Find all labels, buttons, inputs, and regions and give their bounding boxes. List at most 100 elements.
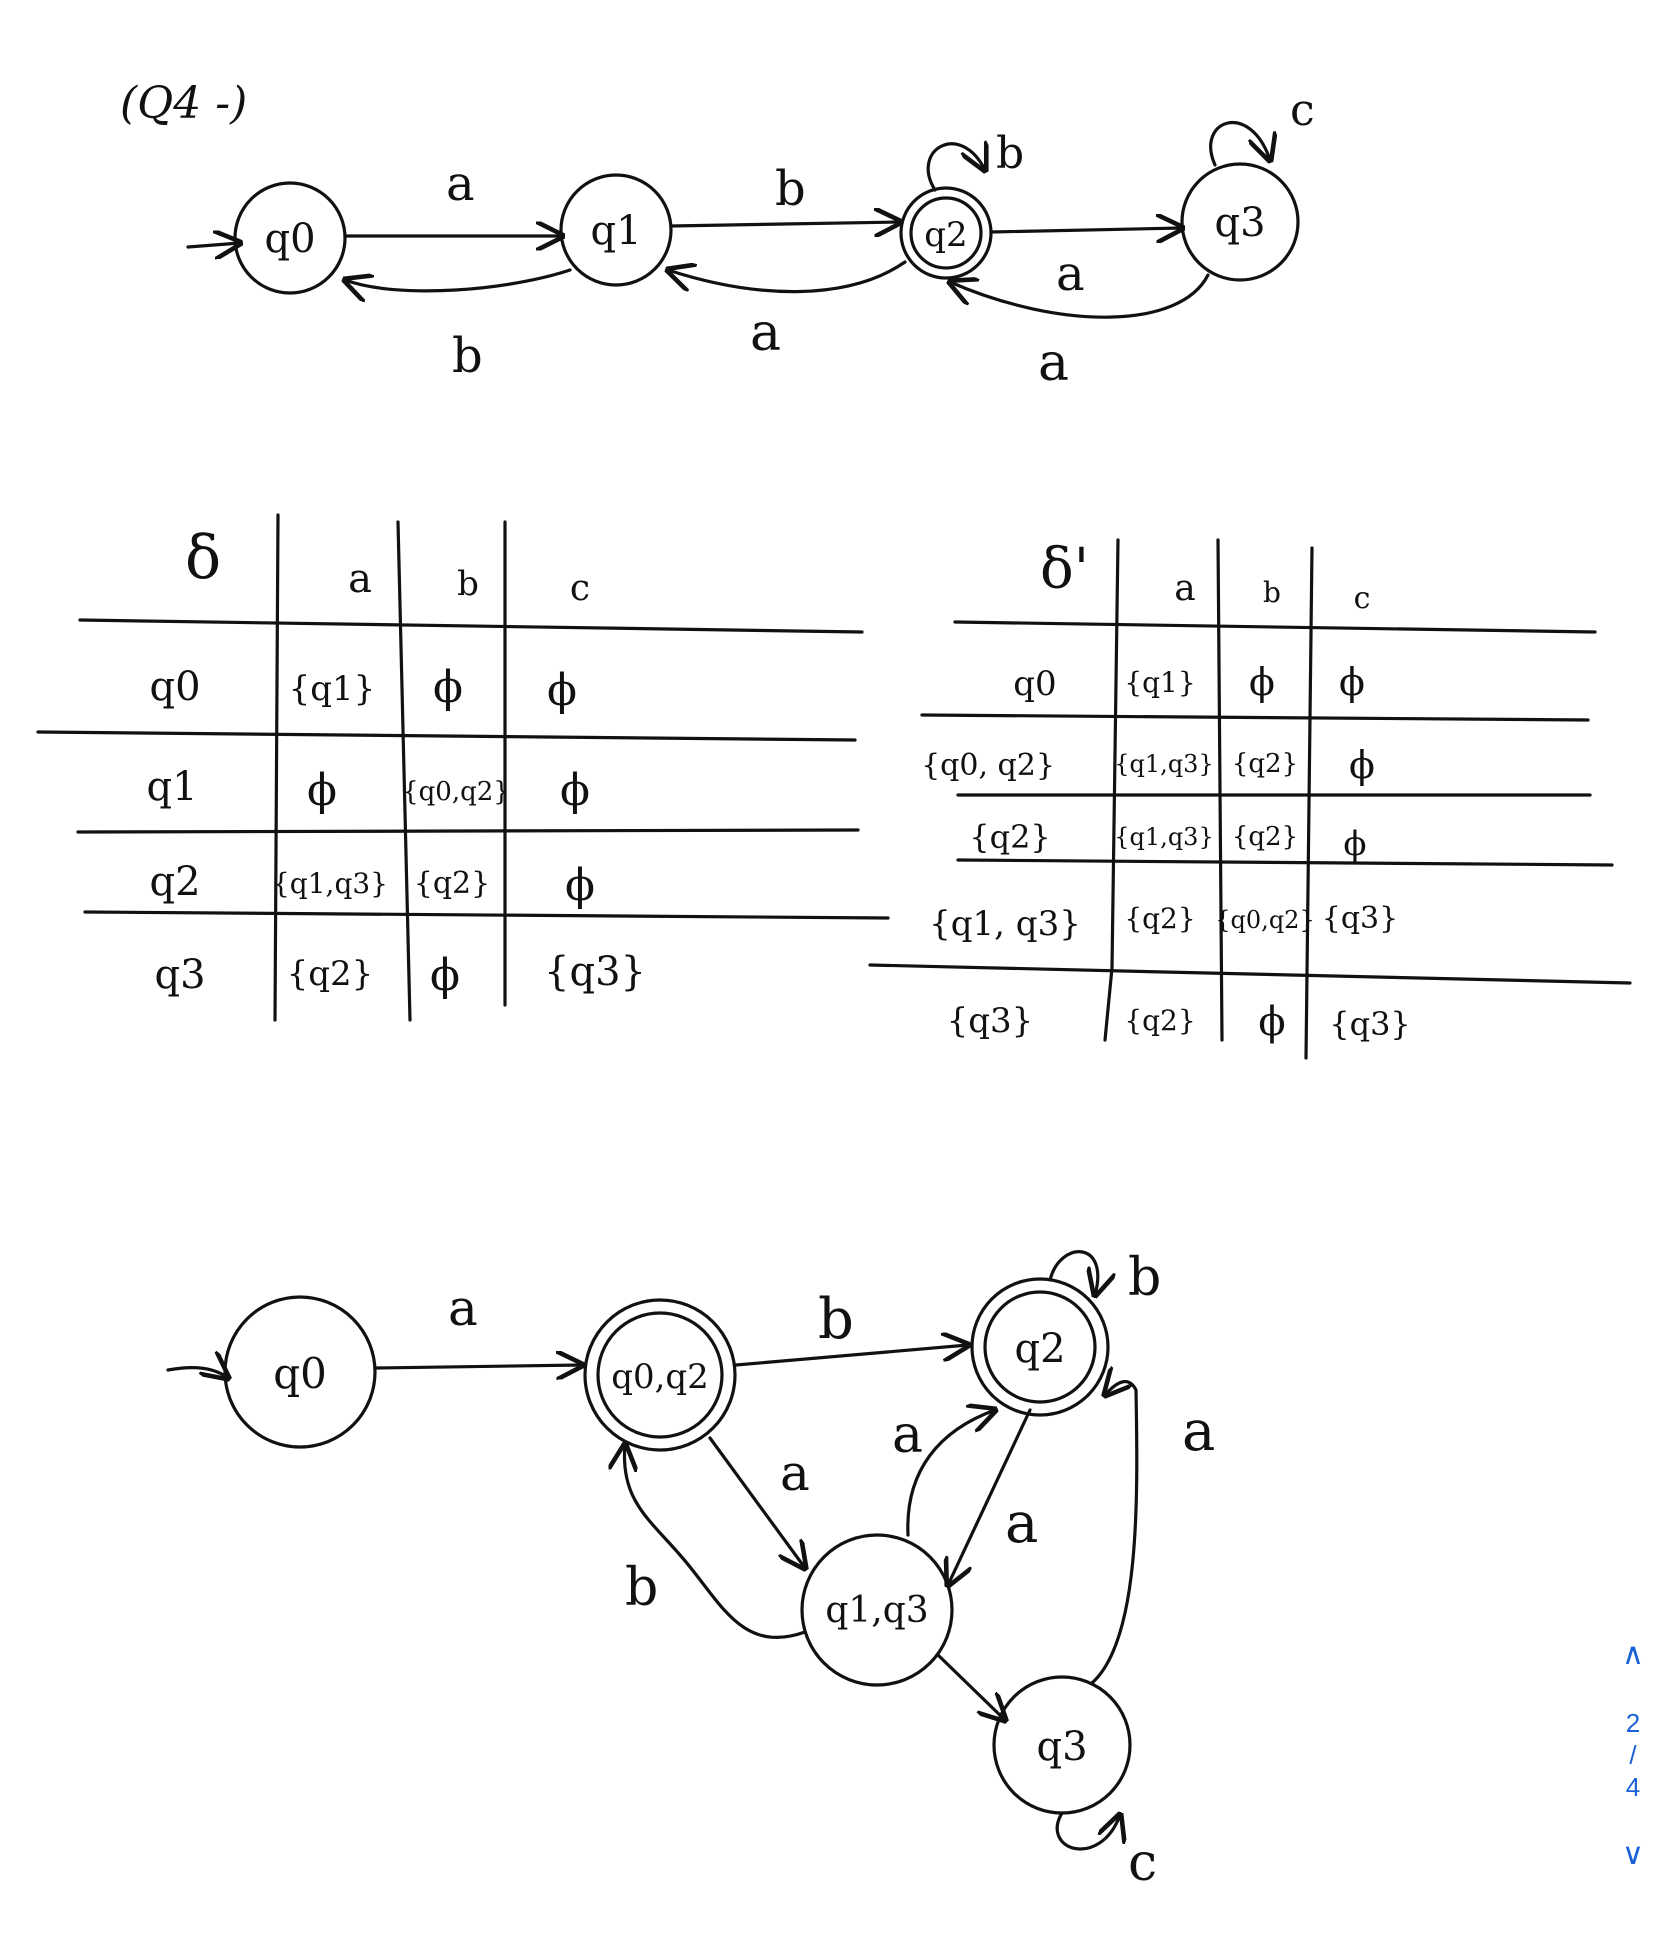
delta-prime-cell: {q2} [1232, 749, 1298, 779]
delta-cell: {q3} [544, 949, 646, 995]
nfa-state-q2-accept-ring [909, 196, 983, 270]
dfa-edge-q3-q2 [1090, 1382, 1139, 1685]
delta-prime-vline-1 [1110, 538, 1120, 970]
dfa-label-q3-loop: c [1128, 1833, 1157, 1893]
delta-prime-cell: ϕ [1349, 743, 1375, 787]
nfa-edge-q2-q3 [989, 228, 1182, 232]
delta-col-b: b [457, 564, 479, 604]
delta-hline-3 [76, 828, 860, 834]
nfa-state-q1-label: q1 [590, 208, 641, 254]
delta-prime-hline-2 [920, 713, 1590, 722]
delta-prime-row-state: q0 [1013, 664, 1056, 704]
delta-col-c: c [570, 568, 590, 609]
delta-cell: ϕ [560, 765, 590, 816]
delta-prime-row-state: {q0, q2} [921, 748, 1055, 783]
dfa-label-q3-q2: a [1182, 1399, 1215, 1464]
chevron-down-icon[interactable]: ∨ [1622, 1838, 1644, 1871]
delta-prime-hline-4 [956, 858, 1614, 867]
delta-prime-hline-1 [953, 620, 1597, 634]
dfa-edge-q1q3-q3 [936, 1653, 1005, 1720]
delta-prime-vline-3 [1304, 546, 1314, 1060]
dfa-start-arrow [166, 1368, 228, 1378]
nfa-state-q2-label: q2 [924, 215, 967, 255]
delta-prime-row-state: {q3} [947, 1001, 1034, 1041]
nfa-edge-q1-q2 [669, 222, 900, 226]
delta-prime-cell: ϕ [1339, 660, 1365, 704]
delta-prime-cell: {q2} [1232, 822, 1298, 852]
delta-prime-vline-1-tail [1103, 966, 1114, 1042]
delta-prime-cell: ϕ [1343, 824, 1366, 864]
delta-row-state: q1 [146, 764, 197, 810]
delta-cell: ϕ [430, 950, 460, 1001]
dfa-diagram: q0 q0,q2 q2 q1,q3 q3 a b b a a a b a c [166, 1248, 1215, 1893]
delta-prime-cell: ϕ [1249, 660, 1275, 704]
dfa-edge-q2-q1q3 [948, 1408, 1032, 1585]
dfa-state-q0q2-accept-ring [596, 1311, 724, 1439]
delta-hline-4 [83, 910, 890, 920]
delta-prime-cell: {q1} [1124, 666, 1195, 699]
dfa-state-q0-label: q0 [273, 1349, 327, 1398]
delta-prime-cell: {q3} [1322, 901, 1398, 936]
dfa-edge-q1q3-q2 [906, 1410, 995, 1537]
dfa-state-q2-accept-ring [983, 1290, 1097, 1404]
delta-cell: ϕ [547, 665, 577, 716]
nfa-state-q3-label: q3 [1214, 200, 1265, 246]
delta-cell: ϕ [307, 765, 337, 816]
delta-prime-hline-5 [868, 963, 1632, 985]
delta-prime-cell: {q1,q3} [1114, 750, 1213, 778]
delta-prime-cell: {q0,q2} [1215, 906, 1314, 934]
delta-prime-symbol: δ' [1040, 537, 1089, 602]
page-separator: / [1629, 1740, 1637, 1770]
dfa-loop-q3 [1055, 1813, 1120, 1851]
nfa-edge-q3-q2 [950, 273, 1210, 319]
nfa-edge-q2-q1 [668, 260, 907, 294]
nfa-diagram: q0 q1 q2 q3 a b b c a b a a [186, 85, 1315, 393]
dfa-edge-q1q3-q0q2 [624, 1445, 807, 1639]
dfa-label-q1q3-q2: a [892, 1405, 923, 1465]
dfa-label-q0q2-q1q3: a [780, 1444, 810, 1502]
delta-prime-vline-2 [1216, 538, 1224, 1042]
dfa-edge-q0q2-q2 [734, 1345, 968, 1367]
delta-prime-row-state: {q2} [969, 818, 1051, 856]
delta-cell: {q1,q3} [272, 867, 388, 900]
nfa-state-q0 [233, 181, 347, 295]
delta-prime-table: δ' a b c q0 {q1} ϕ ϕ {q0, q2} {q1,q3} {q… [868, 537, 1632, 1060]
delta-prime-col-c: c [1354, 581, 1371, 616]
current-page: 2 [1625, 1708, 1641, 1738]
dfa-loop-q2 [1048, 1250, 1098, 1295]
delta-table: δ a b c q0 {q1} ϕ ϕ q1 ϕ {q0,q2} ϕ q2 {q… [36, 513, 890, 1022]
nfa-label-q2-q1: a [750, 303, 781, 363]
nfa-label-q1-q2: b [775, 161, 806, 217]
nfa-loop-q2 [926, 144, 985, 192]
nfa-label-q2-loop: b [996, 128, 1024, 179]
page-label: (Q4 -) [120, 78, 247, 129]
delta-prime-col-a: a [1174, 568, 1195, 609]
page-navigator: ∧ 2 / 4 ∨ [1616, 1640, 1650, 1870]
dfa-label-q2-loop: b [1128, 1248, 1161, 1308]
delta-prime-cell: ϕ [1258, 999, 1285, 1045]
delta-symbol: δ [185, 523, 221, 593]
dfa-label-q0-q0q2: a [448, 1279, 478, 1337]
nfa-loop-q3 [1209, 121, 1270, 165]
dfa-state-q2-label: q2 [1014, 1326, 1065, 1372]
nfa-label-q2-q3: a [1056, 246, 1085, 302]
delta-cell: ϕ [565, 860, 595, 911]
nfa-label-q0-q1: a [446, 156, 475, 212]
delta-cell: {q2} [287, 954, 374, 994]
dfa-edge-q0q2-q1q3 [708, 1436, 805, 1568]
delta-cell: {q0,q2} [402, 777, 510, 807]
delta-vline-2 [396, 520, 412, 1022]
delta-cell: {q2} [414, 866, 490, 901]
chevron-up-icon[interactable]: ∧ [1622, 1638, 1644, 1671]
dfa-state-q1q3 [800, 1533, 954, 1687]
dfa-state-q1q3-label: q1,q3 [825, 1590, 928, 1631]
dfa-label-q2-q1q3: a [1005, 1491, 1038, 1556]
delta-vline-1 [273, 513, 280, 1022]
delta-prime-cell: {q3} [1329, 1005, 1411, 1043]
dfa-state-q0q2-label: q0,q2 [611, 1357, 709, 1397]
dfa-state-q0 [223, 1295, 377, 1449]
delta-prime-col-b: b [1263, 576, 1281, 609]
dfa-label-q0q2-q2: b [818, 1287, 854, 1352]
nfa-state-q0-label: q0 [264, 216, 315, 262]
delta-cell: ϕ [433, 662, 463, 713]
